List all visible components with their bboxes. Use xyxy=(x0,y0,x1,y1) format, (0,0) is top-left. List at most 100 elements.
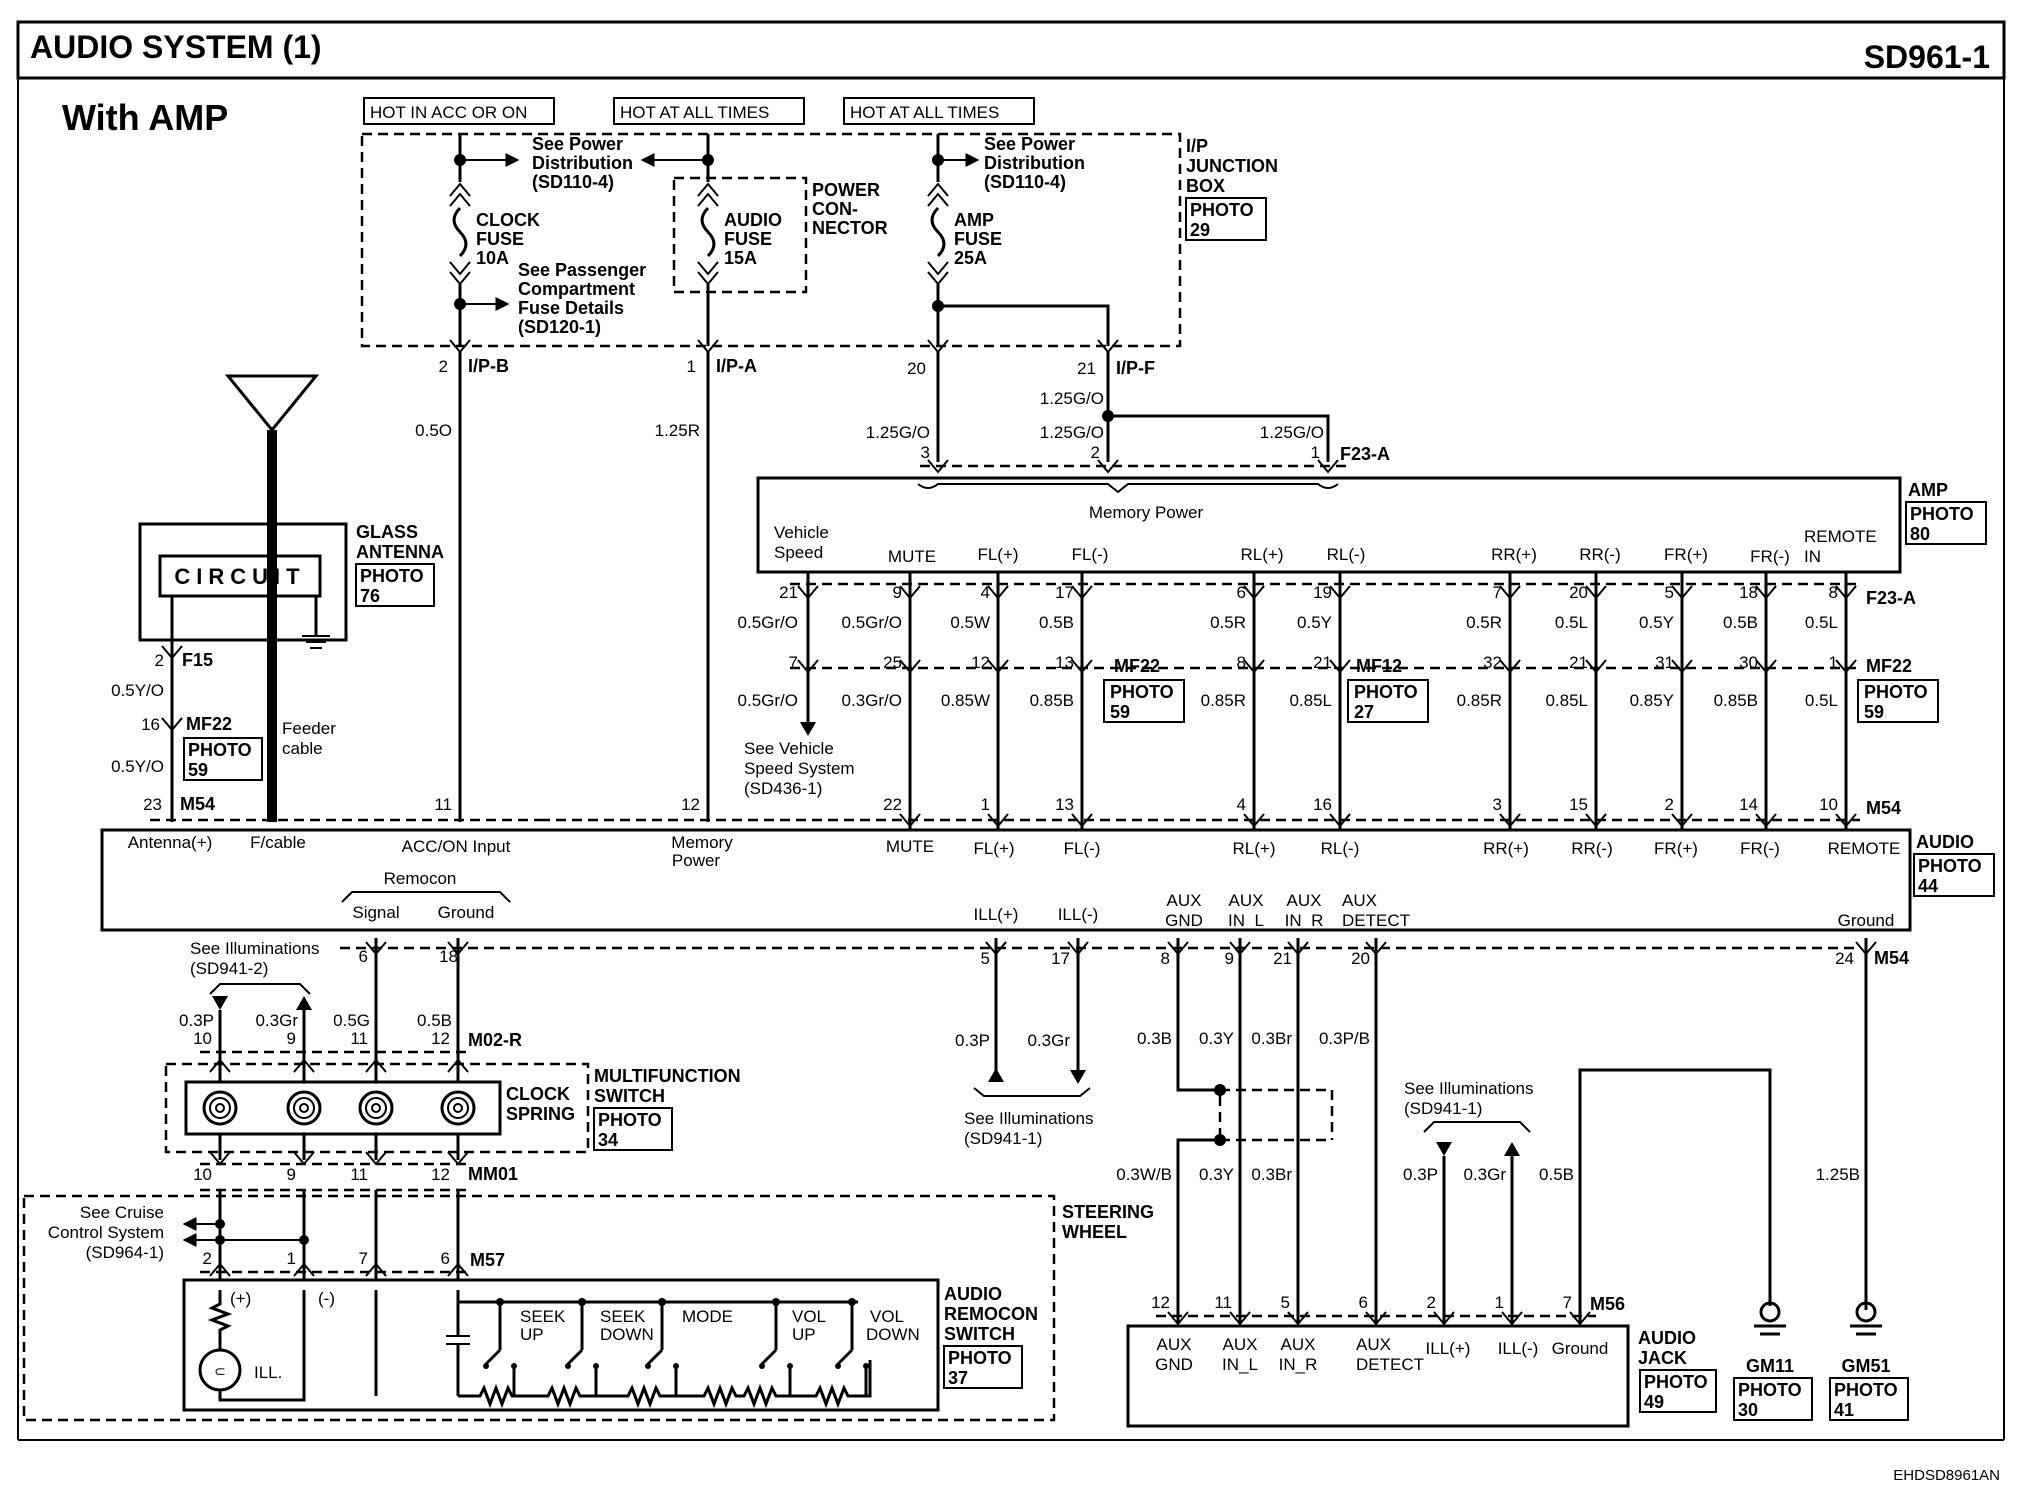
svg-text:29: 29 xyxy=(1190,220,1210,240)
svg-text:0.5W: 0.5W xyxy=(950,613,990,632)
remocon-button-contact xyxy=(759,1298,793,1396)
svg-text:RL(-): RL(-) xyxy=(1327,545,1366,564)
svg-text:59: 59 xyxy=(188,760,208,780)
clock-spring-coil xyxy=(440,1058,476,1166)
svg-text:Distribution: Distribution xyxy=(532,153,633,173)
svg-text:IN_L: IN_L xyxy=(1228,911,1264,930)
svg-text:STEERING: STEERING xyxy=(1062,1202,1154,1222)
svg-text:0.5L: 0.5L xyxy=(1805,691,1838,710)
svg-text:GM51: GM51 xyxy=(1841,1356,1890,1376)
svg-text:ANTENNA: ANTENNA xyxy=(356,542,444,562)
svg-text:10A: 10A xyxy=(476,248,509,268)
svg-text:Feeder: Feeder xyxy=(282,719,336,738)
svg-text:1.25G/O: 1.25G/O xyxy=(1040,389,1104,408)
svg-text:Vehicle: Vehicle xyxy=(774,523,829,542)
ip-connectors: 2 I/P-B 1 I/P-A 20 21 I/P-F xyxy=(439,339,1155,378)
svg-text:17: 17 xyxy=(1055,583,1074,602)
svg-text:7: 7 xyxy=(359,1249,368,1268)
svg-text:(SD110-4): (SD110-4) xyxy=(532,172,614,192)
svg-text:See Illuminations: See Illuminations xyxy=(1404,1079,1533,1098)
svg-text:PHOTO: PHOTO xyxy=(1918,856,1982,876)
svg-text:Speed System: Speed System xyxy=(744,759,855,778)
svg-text:NECTOR: NECTOR xyxy=(812,218,888,238)
svg-text:GLASS: GLASS xyxy=(356,522,418,542)
svg-text:9: 9 xyxy=(287,1029,296,1048)
svg-text:10: 10 xyxy=(193,1029,212,1048)
svg-text:(SD941-1): (SD941-1) xyxy=(964,1129,1042,1148)
svg-text:See Illuminations: See Illuminations xyxy=(190,939,319,958)
svg-text:18: 18 xyxy=(439,947,458,966)
svg-text:REMOTE: REMOTE xyxy=(1804,527,1877,546)
svg-text:0.5Gr/O: 0.5Gr/O xyxy=(738,613,798,632)
svg-text:0.5O: 0.5O xyxy=(415,421,452,440)
svg-text:2: 2 xyxy=(203,1249,212,1268)
svg-text:Signal: Signal xyxy=(352,903,399,922)
svg-text:JUNCTION: JUNCTION xyxy=(1186,156,1278,176)
svg-text:11: 11 xyxy=(1214,1293,1232,1312)
svg-text:Ground: Ground xyxy=(1552,1339,1609,1358)
amp-unit: Memory Power AMP PHOTO 80 Vehicle Speed … xyxy=(756,476,1987,574)
svg-text:59: 59 xyxy=(1864,702,1884,722)
svg-text:GND: GND xyxy=(1165,911,1203,930)
svg-text:IN_R: IN_R xyxy=(1285,911,1324,930)
svg-text:ILL(+): ILL(+) xyxy=(974,905,1019,924)
svg-text:JACK: JACK xyxy=(1638,1348,1687,1368)
svg-text:(SD941-2): (SD941-2) xyxy=(190,959,268,978)
svg-text:See Illuminations: See Illuminations xyxy=(964,1109,1093,1128)
svg-text:10: 10 xyxy=(1819,795,1838,814)
svg-text:M56: M56 xyxy=(1590,1294,1625,1314)
svg-text:0.5B: 0.5B xyxy=(1539,1165,1574,1184)
svg-text:M57: M57 xyxy=(470,1250,505,1270)
svg-text:MF22: MF22 xyxy=(1114,656,1160,676)
svg-text:Speed: Speed xyxy=(774,543,823,562)
svg-text:F15: F15 xyxy=(182,650,213,670)
svg-text:ILL.: ILL. xyxy=(254,1363,282,1382)
svg-text:76: 76 xyxy=(360,586,380,606)
svg-text:10: 10 xyxy=(193,1165,212,1184)
svg-text:RR(+): RR(+) xyxy=(1483,839,1529,858)
svg-text:FL(-): FL(-) xyxy=(1072,545,1109,564)
svg-text:0.3Gr: 0.3Gr xyxy=(1463,1165,1506,1184)
svg-text:15: 15 xyxy=(1569,795,1588,814)
svg-text:4: 4 xyxy=(981,583,990,602)
svg-text:0.3P: 0.3P xyxy=(955,1031,990,1050)
svg-text:RR(-): RR(-) xyxy=(1579,545,1621,564)
svg-text:11: 11 xyxy=(350,1029,368,1048)
svg-text:AUX: AUX xyxy=(1356,1335,1391,1354)
svg-text:1: 1 xyxy=(687,357,696,376)
svg-text:80: 80 xyxy=(1910,524,1930,544)
svg-text:HOT IN ACC OR ON: HOT IN ACC OR ON xyxy=(370,103,527,122)
svg-text:BOX: BOX xyxy=(1186,176,1225,196)
svg-text:VOL: VOL xyxy=(870,1307,904,1326)
svg-text:0.85L: 0.85L xyxy=(1289,691,1332,710)
svg-text:0.85B: 0.85B xyxy=(1030,691,1074,710)
svg-text:0.85B: 0.85B xyxy=(1714,691,1758,710)
svg-text:0.5G: 0.5G xyxy=(333,1011,370,1030)
svg-text:See Vehicle: See Vehicle xyxy=(744,739,834,758)
svg-text:0.85Y: 0.85Y xyxy=(1630,691,1674,710)
svg-text:ILL(-): ILL(-) xyxy=(1058,905,1099,924)
svg-text:16: 16 xyxy=(1313,795,1332,814)
svg-text:Remocon: Remocon xyxy=(384,869,457,888)
svg-text:27: 27 xyxy=(1354,702,1374,722)
page-title: AUDIO SYSTEM (1) xyxy=(30,29,322,65)
amp-to-audio-wires: F23-A MF22 PHOTO 59 MF12 PHOTO 27 MF22 P… xyxy=(540,572,1939,822)
remocon-button-contact xyxy=(645,1298,679,1396)
svg-text:21: 21 xyxy=(779,583,798,602)
svg-text:AMP: AMP xyxy=(954,210,994,230)
svg-text:AMP: AMP xyxy=(1908,480,1948,500)
svg-text:0.5R: 0.5R xyxy=(1466,613,1502,632)
svg-text:MF22: MF22 xyxy=(1866,656,1912,676)
svg-text:9: 9 xyxy=(287,1165,296,1184)
svg-text:6: 6 xyxy=(441,1249,450,1268)
svg-text:0.5B: 0.5B xyxy=(417,1011,452,1030)
svg-text:0.3Y: 0.3Y xyxy=(1199,1029,1234,1048)
svg-text:11: 11 xyxy=(350,1165,368,1184)
svg-text:RL(-): RL(-) xyxy=(1321,839,1360,858)
svg-text:0.5Y/O: 0.5Y/O xyxy=(111,757,164,776)
